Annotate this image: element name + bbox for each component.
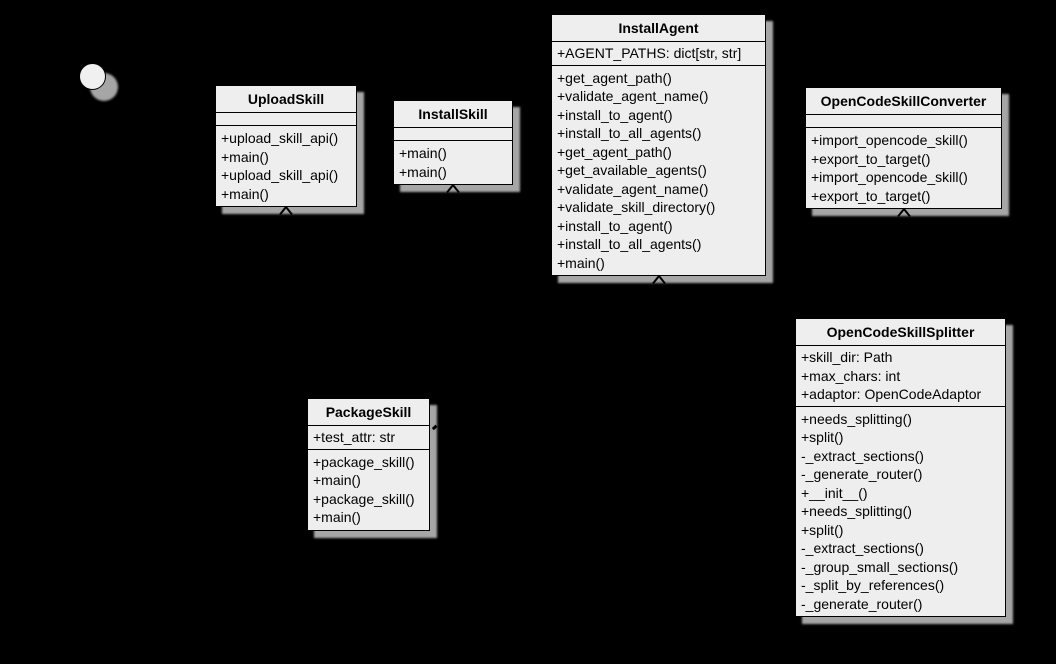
class-method: +get_available_agents() (557, 162, 707, 178)
class-method: +package_skill() (313, 490, 415, 507)
class-attribute: +skill_dir: Path (801, 349, 893, 365)
methods-compartment: +package_skill() +main() +package_skill() +… (308, 450, 429, 530)
class-title: OpenCodeSkillConverter (806, 88, 1001, 115)
class-title: InstallAgent (552, 15, 765, 42)
class-method: +export_to_target() (811, 187, 931, 204)
attributes-compartment (806, 115, 1001, 128)
class-box-uploadskill: UploadSkill +upload_skill_api()+main()+u… (215, 85, 357, 215)
inheritance-arrowhead-icon (896, 208, 911, 217)
class-method: +install_to_agent() (557, 106, 673, 123)
class-method: -_generate_router() (801, 595, 923, 612)
interface-circle-icon (79, 63, 106, 90)
class-method: +split() (801, 521, 844, 538)
class-method: +main() (221, 148, 269, 165)
dependency-dash-icon (431, 424, 438, 430)
class-method: -_generate_router() (801, 466, 923, 482)
class-title: InstallSkill (394, 101, 512, 128)
class-method: +validate_agent_name() (557, 180, 709, 197)
class-box-opencodeskillconverter: OpenCodeSkillConverter +import_opencode_… (805, 87, 1002, 217)
class-method: +export_to_target() (811, 150, 931, 167)
class-title: OpenCodeSkillSplitter (796, 319, 1005, 346)
class-title: UploadSkill (216, 86, 356, 113)
class-box-installagent: InstallAgent +AGENT_PATHS: dict[str, str… (551, 14, 766, 284)
class-method: -_extract_sections() (801, 447, 924, 464)
class-method: +get_agent_path() (557, 69, 672, 86)
class-method: +import_opencode_skill() (811, 132, 968, 148)
class-method: -_extract_sections() (801, 540, 924, 556)
class-method: +get_agent_path() (557, 143, 672, 160)
class-method: +main() (313, 472, 361, 488)
class-method: +main() (221, 185, 269, 202)
attributes-compartment (394, 128, 512, 141)
methods-compartment: +import_opencode_skill() +export_to_targe… (806, 128, 1001, 208)
class-method: +needs_splitting() (801, 503, 912, 519)
class-method: +needs_splitting() (801, 410, 912, 427)
class-method: +main() (399, 145, 447, 161)
class-method: +upload_skill_api() (221, 130, 339, 146)
class-method: +install_to_all_agents() (557, 236, 702, 252)
class-method: +install_to_agent() (557, 217, 673, 234)
inheritance-arrowhead-icon (651, 275, 666, 284)
class-attribute: +adaptor: OpenCodeAdaptor (801, 386, 982, 402)
class-attribute: +test_attr: str (313, 429, 396, 445)
attributes-compartment: +test_attr: str (308, 426, 429, 450)
class-method: +__init__() (801, 484, 868, 501)
class-method: +main() (557, 254, 605, 271)
class-method: -_split_by_references() (801, 577, 945, 593)
class-method: +install_to_all_agents() (557, 125, 702, 141)
attributes-compartment (216, 113, 356, 126)
class-box-opencodeskillsplitter: OpenCodeSkillSplitter +skill_dir: Path +m… (795, 318, 1006, 617)
class-method: +validate_agent_name() (557, 88, 709, 104)
methods-compartment: +needs_splitting() +split() -_extract_sect… (796, 407, 1005, 617)
attributes-compartment: +skill_dir: Path +max_chars: int +adaptor:… (796, 346, 1005, 407)
class-attribute: +AGENT_PATHS: dict[str, str] (557, 45, 742, 61)
class-method: +main() (399, 163, 447, 180)
class-method: +import_opencode_skill() (811, 169, 968, 185)
class-box-installskill: InstallSkill +main() +main() (393, 100, 513, 193)
class-attribute: +max_chars: int (801, 367, 901, 384)
class-method: +main() (313, 509, 361, 525)
attributes-compartment: +AGENT_PATHS: dict[str, str] (552, 42, 765, 66)
dependency-dash-icon (438, 417, 445, 423)
class-method: +validate_skill_directory() (557, 199, 716, 215)
class-method: -_group_small_sections() (801, 558, 959, 575)
class-title: PackageSkill (308, 399, 429, 426)
class-method: +package_skill() (313, 453, 415, 470)
class-method: +split() (801, 429, 844, 445)
class-method: +upload_skill_api() (221, 167, 339, 183)
methods-compartment: +upload_skill_api() +main() +upload_skill_… (216, 126, 356, 206)
class-box-packageskill: PackageSkill +test_attr: str +package_sk… (307, 398, 430, 531)
methods-compartment: +get_agent_path() +validate_agent_name() +… (552, 66, 765, 276)
inheritance-arrowhead-icon (279, 206, 293, 215)
methods-compartment: +main() +main() (394, 141, 512, 184)
inheritance-arrowhead-icon (446, 184, 460, 193)
